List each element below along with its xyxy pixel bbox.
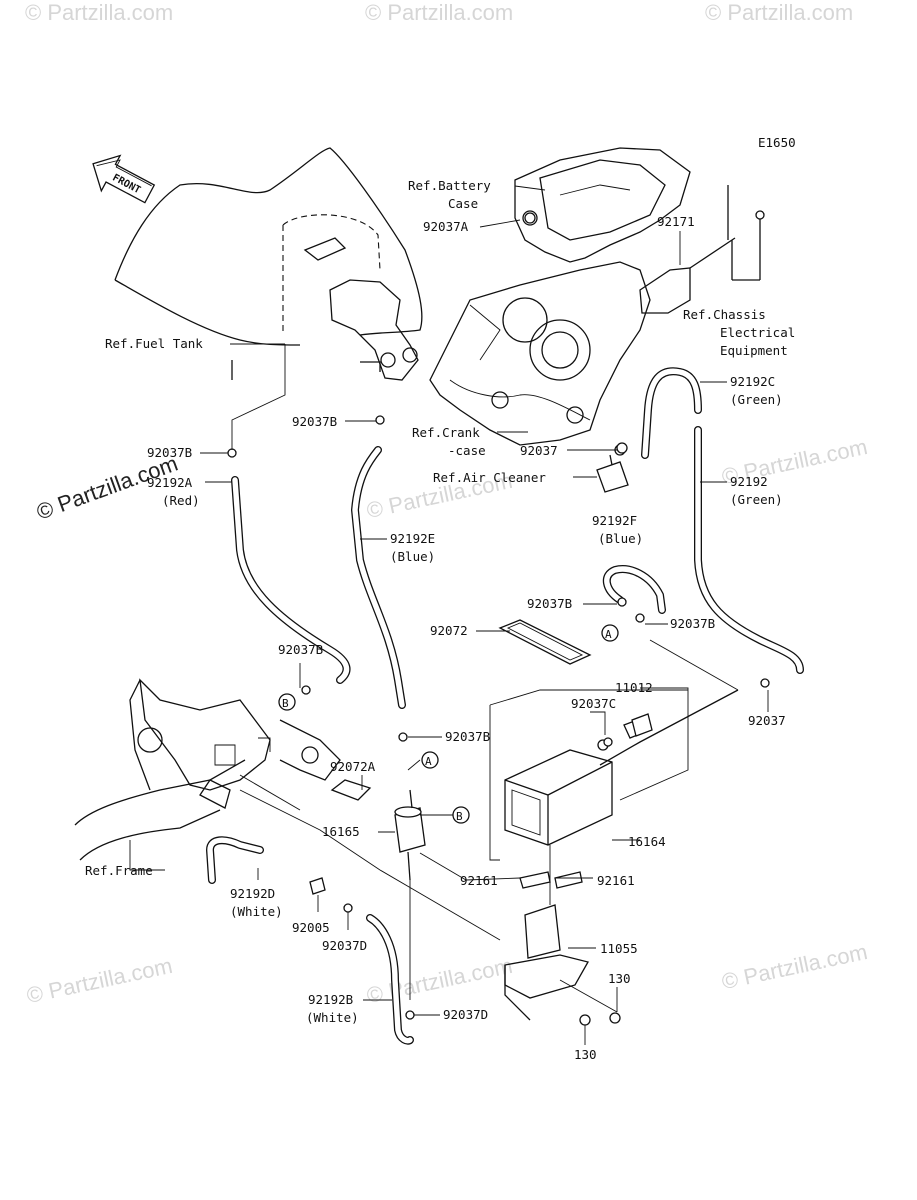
ref-crankcase-label: Ref.Crank <box>412 425 480 440</box>
callout-a-top-label: A <box>605 628 612 641</box>
callout-a-center-label: A <box>425 755 432 768</box>
clamps <box>227 212 770 1020</box>
part-92037B-label: 92037B <box>292 414 337 429</box>
callout-b-left-label: B <box>282 697 289 710</box>
part-92161-label: 92161 <box>597 873 635 888</box>
part-11055-label: 11055 <box>600 941 638 956</box>
frame <box>74 678 341 861</box>
bracket-11055 <box>504 871 621 1026</box>
part-16165-label: 16165 <box>322 824 360 839</box>
watermark: © Partzilla.com <box>24 953 174 1008</box>
part-92171-label: 92171 <box>657 214 695 229</box>
part-92192B-label: 92192B <box>308 992 353 1007</box>
part-92192F-label: 92192F <box>592 513 637 528</box>
part-92192-label: 92192 <box>730 474 768 489</box>
color-green-label: (Green) <box>730 392 783 407</box>
part-92192E-label: 92192E <box>390 531 435 546</box>
part-92037A-label: 92037A <box>423 219 469 234</box>
ref-chassis-label: Ref.Chassis <box>683 307 766 322</box>
fitting-92005 <box>309 877 326 895</box>
ref-chassis-label: Electrical <box>720 325 795 340</box>
part-92037B-label: 92037B <box>527 596 572 611</box>
front-arrow-icon: FRONT <box>92 154 156 204</box>
part-92037-label: 92037 <box>520 443 558 458</box>
part-92037B-label: 92037B <box>278 642 323 657</box>
callout-a-top: A <box>601 624 619 642</box>
part-130-label: 130 <box>574 1047 597 1062</box>
part-92072-label: 92072 <box>430 623 468 638</box>
color-blue-label: (Blue) <box>390 549 435 564</box>
part-130-label: 130 <box>608 971 631 986</box>
ref-frame-label: Ref.Frame <box>85 863 153 878</box>
hoses <box>206 360 804 1045</box>
part-92037B-label: 92037B <box>445 729 490 744</box>
pad-92072 <box>498 619 592 665</box>
callout-b-left: B <box>278 693 296 711</box>
ref-crankcase-label: -case <box>448 443 486 458</box>
canister-16164 <box>504 689 739 846</box>
color-green-label: (Green) <box>730 492 783 507</box>
ref-battery-case-label: Ref.Battery <box>408 178 491 193</box>
watermark: © Partzilla.com <box>705 0 853 25</box>
part-92037B-label: 92037B <box>147 445 192 460</box>
fitting-11012 <box>631 713 653 737</box>
callout-b-center: B <box>452 806 470 824</box>
callout-a-center: A <box>421 751 439 769</box>
part-92037B-label: 92037B <box>670 616 715 631</box>
part-92037D-label: 92037D <box>322 938 367 953</box>
ref-fuel-tank-label: Ref.Fuel Tank <box>105 336 203 351</box>
color-blue-label: (Blue) <box>598 531 643 546</box>
part-92037D-label: 92037D <box>443 1007 488 1022</box>
pad-92072A <box>330 779 372 801</box>
crankcase <box>429 261 651 446</box>
filter-16165 <box>394 789 426 881</box>
part-92037-label: 92037 <box>748 713 786 728</box>
part-16164-label: 16164 <box>628 834 666 849</box>
ref-battery-case-label: Case <box>448 196 478 211</box>
callout-b-center-label: B <box>456 810 463 823</box>
part-92192C-label: 92192C <box>730 374 775 389</box>
watermark: © Partzilla.com <box>25 0 173 25</box>
watermark: © Partzilla.com <box>719 939 869 994</box>
watermark: © Partzilla.com <box>365 0 513 25</box>
part-92192D-label: 92192D <box>230 886 275 901</box>
color-white-label: (White) <box>230 904 283 919</box>
part-92037C-label: 92037C <box>571 696 616 711</box>
ref-air-cleaner-label: Ref.Air Cleaner <box>433 470 546 485</box>
color-red-label: (Red) <box>162 493 200 508</box>
battery-case <box>514 147 691 263</box>
diagram-code: E1650 <box>758 135 796 150</box>
part-92161-label: 92161 <box>460 873 498 888</box>
fuel-tank <box>114 147 423 381</box>
part-11012-label: 11012 <box>615 680 653 695</box>
part-92192A-label: 92192A <box>147 475 193 490</box>
part-labels: Ref.Battery Case 92037A 92171 Ref.Chassi… <box>85 178 795 1062</box>
ref-chassis-label: Equipment <box>720 343 788 358</box>
leader-lines <box>129 185 769 1045</box>
color-white-label: (White) <box>306 1010 359 1025</box>
part-92005-label: 92005 <box>292 920 330 935</box>
part-92072A-label: 92072A <box>330 759 376 774</box>
bracket-92171 <box>639 185 765 314</box>
